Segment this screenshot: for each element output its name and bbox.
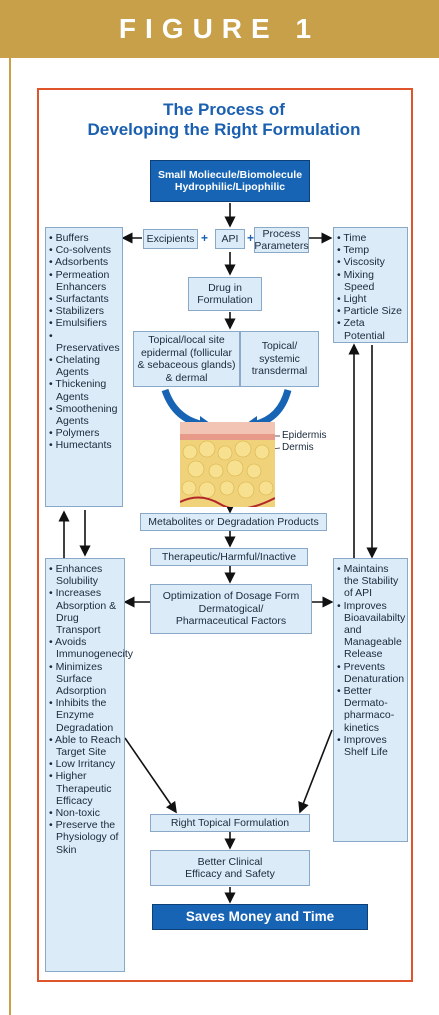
parameter-item: Light <box>337 293 404 305</box>
parameter-item: Time <box>337 232 404 244</box>
excipients-box: Excipients <box>143 229 198 249</box>
molecule-type-box: Small Moliecule/Biomolecule Hydrophilic/… <box>150 160 310 202</box>
therapeutic-box: Therapeutic/Harmful/Inactive <box>150 548 308 566</box>
figure-title: FIGURE 1 <box>118 13 321 44</box>
excipient-list: Buffers Co-solvents Adsorbents Permeatio… <box>45 227 123 507</box>
plus-sign-left: + <box>201 231 209 245</box>
optimization-line2: Dermatogical/ <box>198 602 264 615</box>
excipient-item: Adsorbents <box>49 256 119 268</box>
left-rule <box>9 58 11 1015</box>
arrow-right-to-right-formulation <box>298 729 333 814</box>
diagram-title: The Process of Developing the Right Form… <box>40 100 408 140</box>
excipient-item: Humectants <box>49 439 119 451</box>
molecule-type-line2: Hydrophilic/Lipophilic <box>174 181 286 193</box>
benefit-item: Improves Bioavailabilty and Manageable R… <box>337 600 406 661</box>
excipient-item: Thickening Agents <box>49 378 119 402</box>
parameter-item: Viscosity <box>337 256 404 268</box>
curved-arrow-right <box>251 388 292 429</box>
excipient-item: Co-solvents <box>49 244 119 256</box>
molecule-type-line1: Small Moliecule/Biomolecule <box>157 168 303 181</box>
right-benefits-list: Maintains the Stability of API Improves … <box>333 558 408 842</box>
benefit-item: Increases Absorption & Drug Transport <box>49 587 121 636</box>
parameter-item: Particle Size <box>337 305 404 317</box>
excipient-item: Chelating Agents <box>49 354 119 378</box>
benefit-item: Avoids Immunogenecity <box>49 636 133 660</box>
process-parameter-list: Time Temp Viscosity Mixing Speed Light P… <box>333 227 408 343</box>
excipient-item: Stabilizers <box>49 305 119 317</box>
benefit-item: Improves Shelf Life <box>337 734 404 758</box>
figure-header: FIGURE 1 <box>0 0 439 58</box>
benefit-item: Non-toxic <box>49 807 121 819</box>
benefit-item: Inhibits the Enzyme Degradation <box>49 697 121 734</box>
excipient-item: Permeation Enhancers <box>49 269 119 293</box>
excipient-item: Smoothening Agents <box>49 403 119 427</box>
skin-layers-illustration <box>180 422 275 507</box>
saves-box: Saves Money and Time <box>152 904 368 930</box>
dermis-label: Dermis <box>282 442 314 453</box>
diagram-title-line2: Developing the Right Formulation <box>87 120 361 139</box>
api-box: API <box>215 229 245 249</box>
optimization-box: Optimization of Dosage Form Dermatogical… <box>150 584 312 634</box>
plus-sign-right: + <box>247 231 255 245</box>
right-formulation-box: Right Topical Formulation <box>150 814 310 832</box>
benefit-item: Able to Reach Target Site <box>49 734 121 758</box>
benefit-item: Low Irritancy <box>49 758 121 770</box>
excipient-item: Emulsifiers <box>49 317 119 329</box>
left-benefits-list: Enhances Solubility Increases Absorption… <box>45 558 133 972</box>
process-parameters-box: Process Parameters <box>254 227 309 253</box>
benefit-item: Preserve the Physiology of Skin <box>49 819 121 856</box>
excipient-item: Polymers <box>49 427 119 439</box>
drug-in-formulation-box: Drug in Formulation <box>188 277 262 311</box>
topical-systemic-box: Topical/ systemic transdermal <box>240 331 319 387</box>
benefit-item: Prevents Denaturation <box>337 661 405 685</box>
diagram-title-line1: The Process of <box>163 100 285 119</box>
parameter-item: Zeta Potential <box>337 317 404 341</box>
excipient-item: Buffers <box>49 232 119 244</box>
excipient-item: Preservatives <box>49 330 120 354</box>
parameter-item: Mixing Speed <box>337 269 404 293</box>
curved-arrow-left <box>161 388 206 429</box>
topical-local-box: Topical/local site epidermal (follicular… <box>133 331 240 387</box>
better-clinical-line1: Better Clinical <box>197 855 263 868</box>
better-clinical-line2: Efficacy and Safety <box>185 868 275 880</box>
benefit-item: Maintains the Stability of API <box>337 563 404 600</box>
benefit-item: Better Dermato-pharmaco-kinetics <box>337 685 404 734</box>
benefit-item: Higher Therapeutic Efficacy <box>49 770 121 807</box>
benefit-item: Enhances Solubility <box>49 563 121 587</box>
benefit-item: Minimizes Surface Adsorption <box>49 661 121 698</box>
diagram-frame <box>37 88 413 982</box>
epidermis-label: Epidermis <box>282 430 327 441</box>
excipient-item: Surfactants <box>49 293 119 305</box>
arrow-left-to-right-formulation <box>124 737 177 814</box>
optimization-line1: Optimization of Dosage Form <box>162 590 300 603</box>
metabolites-box: Metabolites or Degradation Products <box>140 513 327 531</box>
better-clinical-box: Better Clinical Efficacy and Safety <box>150 850 310 886</box>
optimization-line3: Pharmaceutical Factors <box>175 615 287 628</box>
parameter-item: Temp <box>337 244 404 256</box>
